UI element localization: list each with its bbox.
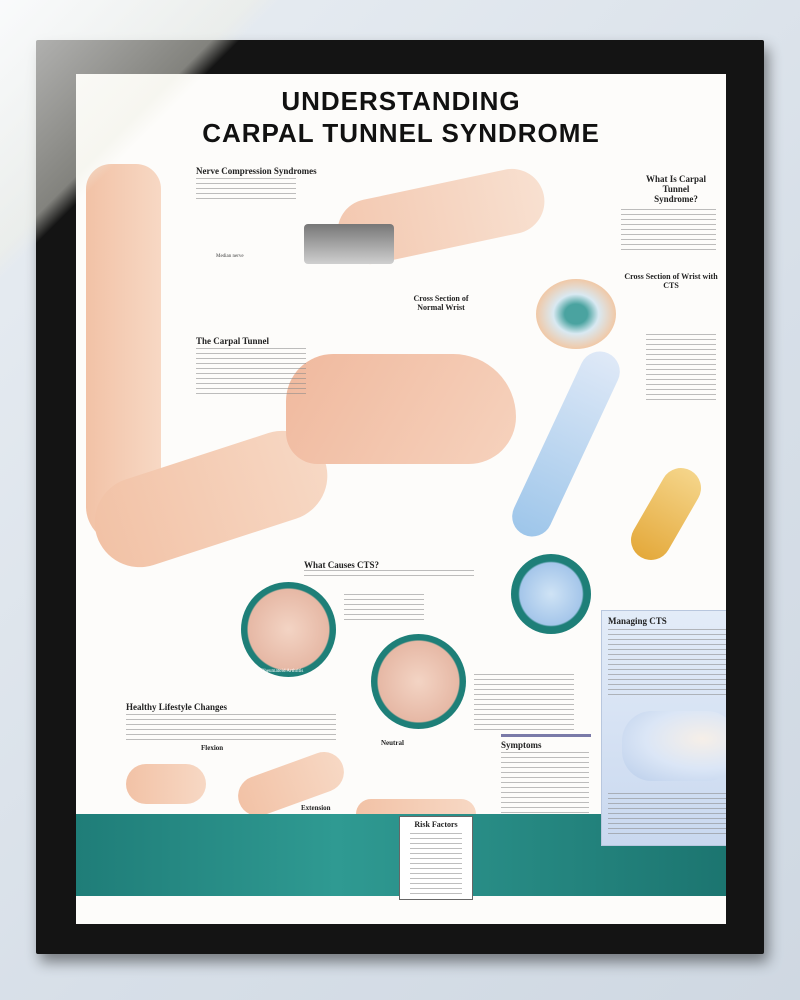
text-block (621, 209, 716, 254)
poster-title-line2: CARPAL TUNNEL SYNDROME (202, 118, 600, 148)
keyboard-illustration (304, 224, 394, 264)
heading-carpal-tunnel: The Carpal Tunnel (196, 336, 270, 346)
heading-what-is: What Is Carpal Tunnel Syndrome? (645, 174, 706, 204)
poster-title-line1: UNDERSTANDING (281, 86, 521, 116)
heading-risk-factors: Risk Factors (414, 820, 458, 829)
label-neutral: Neutral (381, 739, 404, 747)
text-block (196, 348, 306, 398)
wrist-cross-section (536, 279, 616, 349)
text-block (646, 334, 716, 404)
text-block (608, 629, 726, 699)
text-block (501, 752, 589, 822)
hand-illustration (286, 354, 516, 464)
heading-nerve-compression: Nerve Compression Syndromes (196, 166, 317, 176)
managing-cts-box: Managing CTS (601, 610, 726, 846)
sleeping-person-illustration (622, 711, 726, 781)
text-block (474, 674, 574, 734)
text-block (196, 178, 296, 200)
divider (501, 734, 591, 737)
repetitive-motion-illustration (371, 634, 466, 729)
text-block (608, 793, 726, 838)
label-flexion: Flexion (201, 744, 224, 752)
rheumatoid-illustration (241, 582, 336, 677)
picture-frame: UNDERSTANDING CARPAL TUNNEL SYNDROME Ner… (36, 40, 764, 954)
nerve-illustration (505, 344, 627, 544)
poster: UNDERSTANDING CARPAL TUNNEL SYNDROME Ner… (76, 74, 726, 924)
nerve-fiber-illustration (623, 460, 709, 568)
heading-cross-normal: Cross Section of Normal Wrist (413, 294, 469, 312)
heading-managing: Managing CTS (608, 616, 667, 626)
tendon-illustration (511, 554, 591, 634)
heading-what-causes: What Causes CTS? (304, 560, 380, 570)
hand-extension-illustration (232, 746, 350, 822)
hand-flexion-illustration (126, 764, 206, 804)
label-median-nerve: Median nerve (216, 254, 244, 259)
text-block (304, 570, 474, 578)
label-rheumatoid: Rheumatoid Arthritis (261, 669, 304, 674)
label-extension: Extension (301, 804, 331, 812)
text-block (126, 714, 336, 744)
heading-symptoms: Symptoms (501, 740, 542, 750)
heading-healthy-lifestyle: Healthy Lifestyle Changes (126, 702, 227, 712)
risk-factors-box: Risk Factors (399, 816, 473, 900)
text-block (410, 833, 462, 895)
text-block (344, 594, 424, 624)
heading-cross-cts: Cross Section of Wrist with CTS (624, 272, 718, 290)
